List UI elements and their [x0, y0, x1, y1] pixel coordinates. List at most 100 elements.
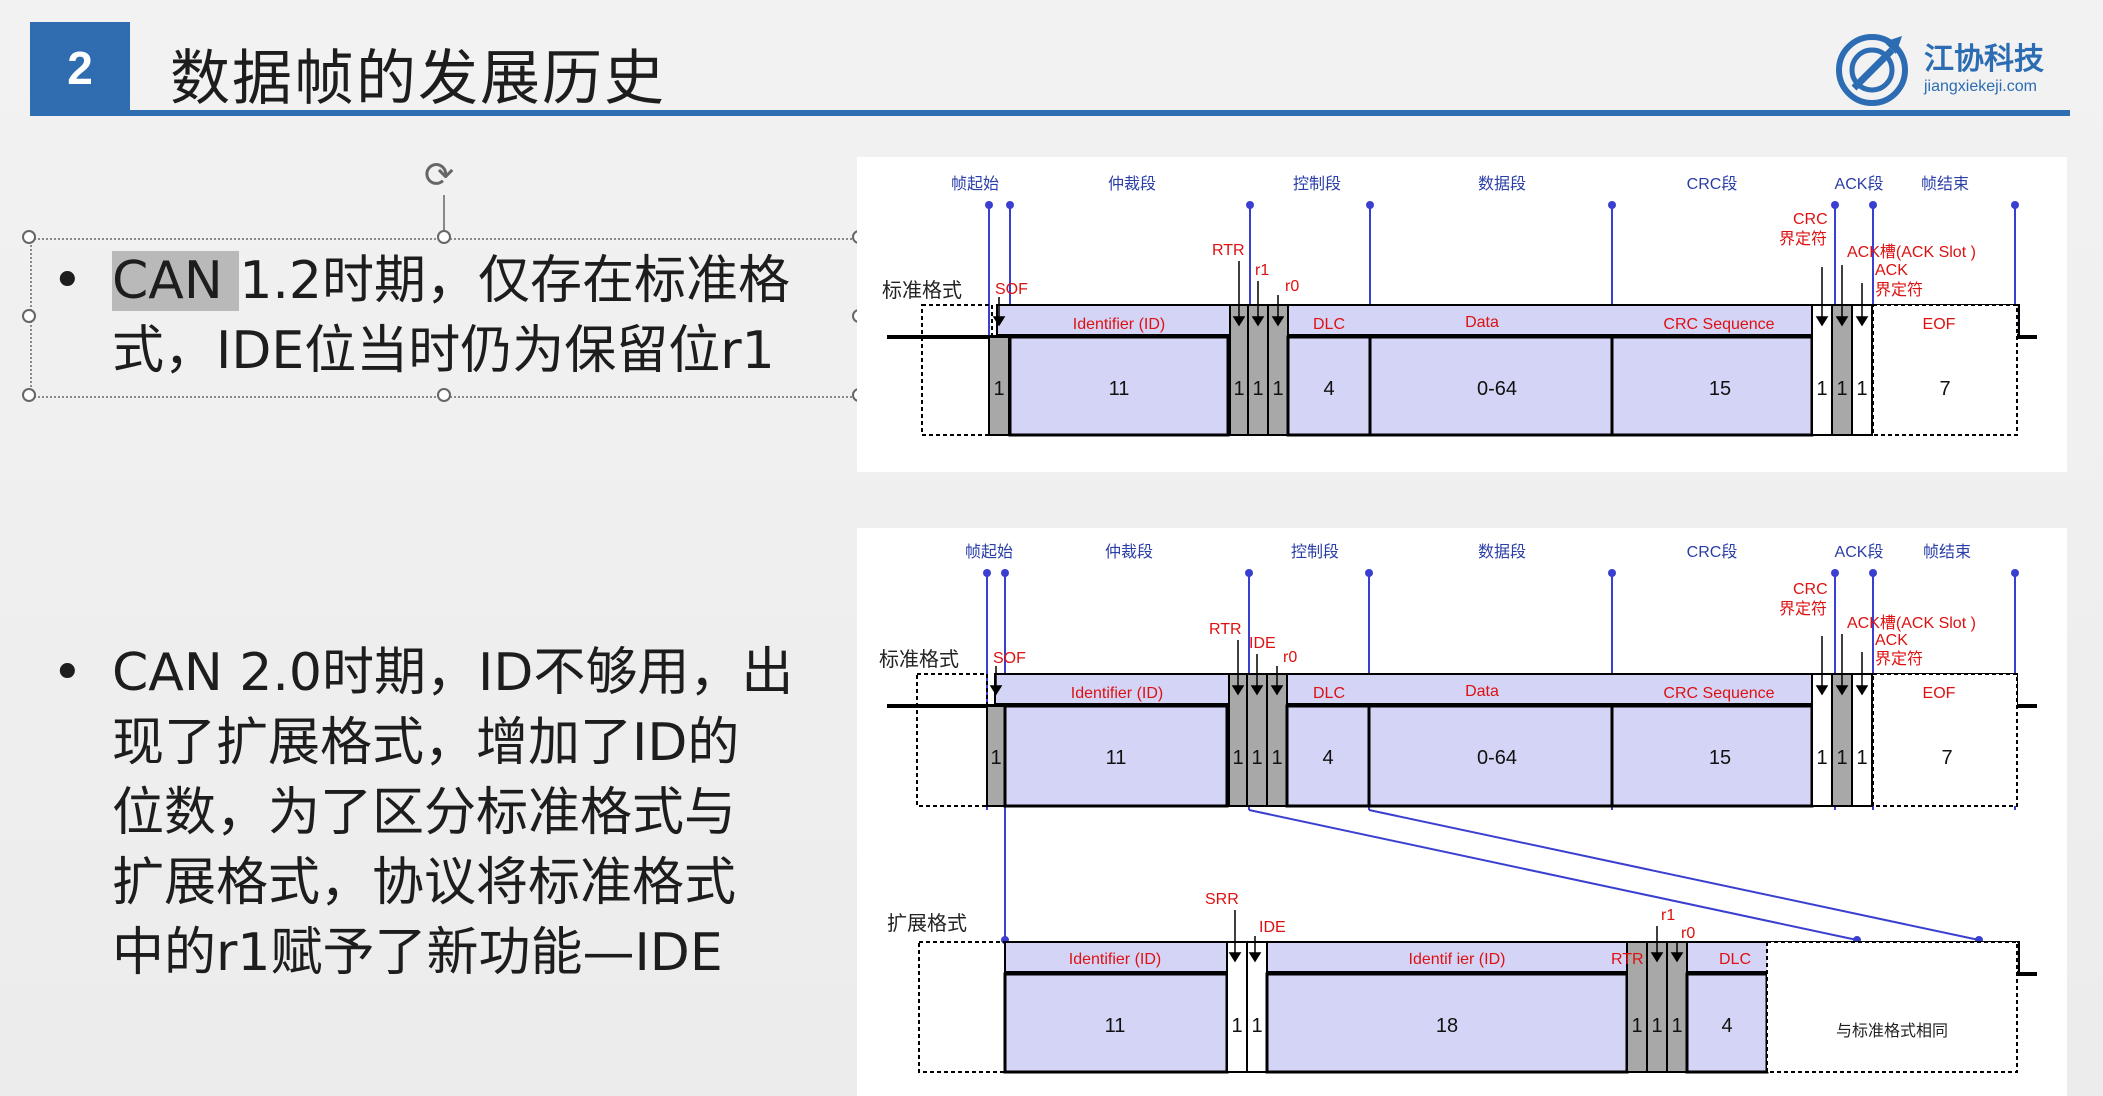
field-label: DLC — [1313, 685, 1345, 702]
bit-count: 1 — [1856, 378, 1867, 400]
bit-count: 1 — [1251, 747, 1262, 769]
bullet-line: CAN 1.2时期，仅存在标准格 — [112, 251, 791, 311]
annotation-crc-delim: 界定符 — [1779, 600, 1827, 618]
section-number: 2 — [30, 22, 130, 114]
bit-count: 11 — [1105, 1015, 1126, 1037]
field-label: Identifier (ID) — [1069, 951, 1161, 968]
bullet-line: 现了扩展格式，增加了ID的 — [112, 713, 740, 773]
annotation-ide: IDE — [1249, 635, 1276, 652]
segment-label: CRC段 — [1687, 175, 1738, 193]
field-label: Identif ier (ID) — [1409, 951, 1506, 968]
annotation-crc-delim: CRC — [1793, 211, 1828, 228]
bit-count: 1 — [1816, 378, 1827, 400]
segment-label: ACK段 — [1835, 543, 1884, 561]
bullet-can20[interactable]: • CAN 2.0时期，ID不够用，出 现了扩展格式，增加了ID的 位数，为了区… — [52, 638, 794, 988]
field-label: DLC — [1313, 316, 1345, 333]
field-label: EOF — [1923, 316, 1956, 333]
bit-count: 15 — [1709, 378, 1731, 400]
segment-label: 仲裁段 — [1108, 175, 1156, 193]
bit-count: 7 — [1939, 378, 1950, 400]
logo-url: jiangxiekeji.com — [1924, 78, 2037, 95]
bit-count: 1 — [1836, 378, 1847, 400]
bit-count: 4 — [1323, 378, 1334, 400]
bit-count: 0-64 — [1477, 378, 1517, 400]
field-label: Identifier (ID) — [1073, 316, 1165, 333]
ext-rest-label: 与标准格式相同 — [1836, 1021, 1948, 1040]
bit-count: 1 — [1816, 747, 1827, 769]
annotation-ack-delim: ACK — [1875, 262, 1908, 279]
field-label: Identifier (ID) — [1071, 685, 1163, 702]
field-label: CRC Sequence — [1663, 316, 1774, 333]
annotation-ack-delim: ACK — [1875, 632, 1908, 649]
logo-icon — [1836, 34, 1908, 106]
segment-label: 控制段 — [1293, 175, 1341, 193]
segment-label: ACK段 — [1835, 175, 1884, 193]
annotation-sof: SOF — [995, 281, 1028, 298]
annotation-rtr: RTR — [1212, 242, 1245, 259]
bit-count: 1 — [1251, 1015, 1262, 1037]
bit-count: 1 — [1272, 378, 1283, 400]
segment-label: CRC段 — [1687, 543, 1738, 561]
bit-count: 4 — [1721, 1015, 1732, 1037]
annotation-r0: r0 — [1283, 649, 1297, 666]
annotation-r1: r1 — [1255, 262, 1269, 279]
bit-count: 1 — [990, 747, 1001, 769]
bit-count: 1 — [993, 378, 1004, 400]
rotate-handle-icon[interactable]: ⟳ — [424, 155, 455, 196]
annotation-crc-delim: CRC — [1793, 581, 1828, 598]
bullet-can12[interactable]: • CAN 1.2时期，仅存在标准格 式，IDE位当时仍为保留位r1 — [52, 246, 791, 386]
resize-handle[interactable] — [22, 230, 36, 244]
bit-count: 11 — [1109, 378, 1130, 400]
annotation-ack-delim: 界定符 — [1875, 650, 1923, 668]
segment-label: 帧起始 — [965, 543, 1013, 561]
company-logo: 江协科技 jiangxiekeji.com — [1832, 28, 2072, 108]
ext-format-label: 扩展格式 — [887, 911, 967, 935]
annotation-ack-slot: ACK槽(ACK Slot ) — [1847, 614, 1976, 632]
bit-count: 18 — [1436, 1015, 1458, 1037]
resize-handle[interactable] — [22, 388, 36, 402]
bullet-line: CAN 2.0时期，ID不够用，出 — [112, 643, 794, 703]
resize-handle[interactable] — [437, 388, 451, 402]
bit-count: 4 — [1322, 747, 1333, 769]
annotation-ide-ext: IDE — [1259, 919, 1286, 936]
bullet-line: 位数，为了区分标准格式与 — [112, 783, 737, 843]
bit-count: 1 — [1631, 1015, 1642, 1037]
bullet-line: 式，IDE位当时仍为保留位r1 — [112, 321, 775, 381]
annotation-r0: r0 — [1285, 278, 1299, 295]
segment-label: 控制段 — [1291, 543, 1339, 561]
annotation-rtr-ext: RTR — [1611, 951, 1644, 968]
logo-name: 江协科技 — [1924, 42, 2044, 77]
rotation-line — [443, 195, 445, 235]
field-label: Data — [1465, 683, 1499, 700]
bullet-dot: • — [52, 251, 83, 311]
annotation-sof: SOF — [993, 650, 1026, 667]
resize-handle[interactable] — [437, 230, 451, 244]
annotation-r0-ext: r0 — [1681, 925, 1695, 942]
bit-count: 1 — [1836, 747, 1847, 769]
slide-title: 数据帧的发展历史 — [170, 44, 666, 114]
field-label: CRC Sequence — [1663, 685, 1774, 702]
resize-handle[interactable] — [22, 309, 36, 323]
segment-label: 帧结束 — [1921, 175, 1969, 193]
bit-count: 1 — [1252, 378, 1263, 400]
selected-text: CAN — [112, 251, 240, 311]
annotation-ack-slot: ACK槽(ACK Slot ) — [1847, 243, 1976, 261]
segment-label: 数据段 — [1478, 543, 1526, 561]
bit-count: 1 — [1233, 378, 1244, 400]
annotation-ack-delim: 界定符 — [1875, 281, 1923, 299]
std-format-label: 标准格式 — [882, 278, 962, 302]
annotation-rtr: RTR — [1209, 621, 1242, 638]
field-label: DLC — [1719, 951, 1751, 968]
bit-count: 0-64 — [1477, 747, 1517, 769]
bit-count: 1 — [1651, 1015, 1662, 1037]
bit-count: 1 — [1856, 747, 1867, 769]
annotation-r1-ext: r1 — [1661, 907, 1675, 924]
segment-label: 帧结束 — [1923, 543, 1971, 561]
std-format-label: 标准格式 — [879, 647, 959, 671]
bit-count: 1 — [1231, 1015, 1242, 1037]
bullet-line: 扩展格式，协议将标准格式 — [112, 853, 737, 913]
annotation-crc-delim: 界定符 — [1779, 230, 1827, 248]
standard-frame-diagram: 帧起始 仲裁段 控制段 数据段 CRC段 ACK段 帧结束 — [857, 157, 2067, 472]
bit-count: 7 — [1941, 747, 1952, 769]
